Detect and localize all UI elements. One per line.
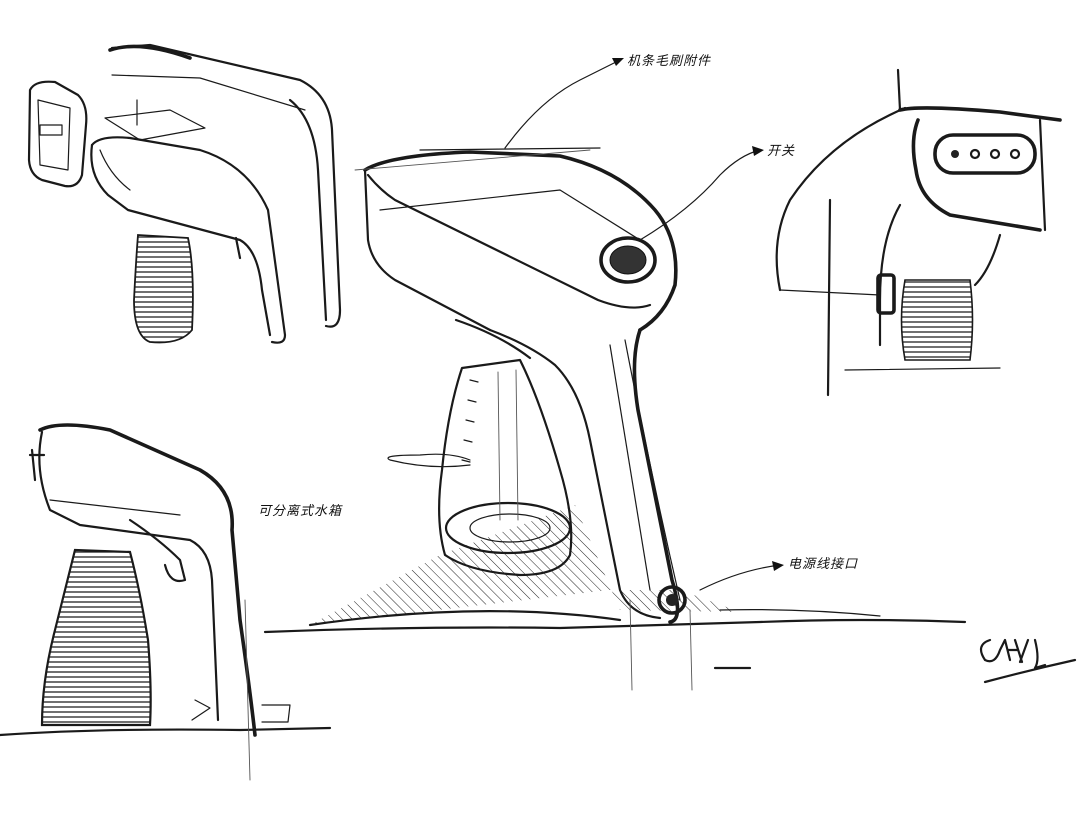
annotation-switch: 开关 — [767, 144, 796, 159]
leader-power-port — [699, 564, 781, 591]
signature-mark — [979, 638, 1077, 684]
annotation-leaders — [387, 58, 784, 591]
leader-water-tank — [387, 453, 471, 468]
sketch-center-main — [263, 147, 967, 691]
sketch-top-left-exploded — [27, 43, 342, 344]
leader-brush-attachment — [504, 59, 621, 149]
sketch-top-right-closeup — [775, 68, 1062, 397]
leader-switch — [639, 149, 761, 241]
sketch-bottom-left-side — [0, 423, 332, 781]
annotation-brush-attachment: 机条毛刷附件 — [627, 54, 712, 69]
annotation-power-port: 电源线接口 — [788, 557, 859, 572]
annotation-water-tank: 可分离式水箱 — [258, 504, 343, 519]
